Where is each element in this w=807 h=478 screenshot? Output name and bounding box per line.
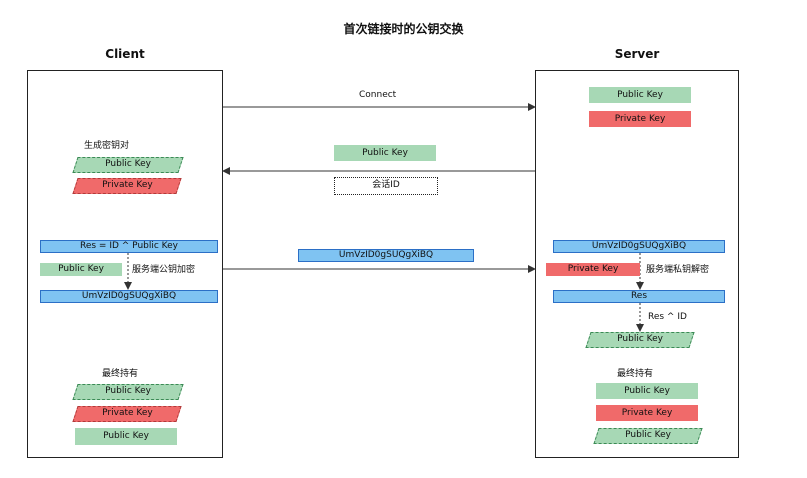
connect-label: Connect [359,90,397,100]
client-final-hold-label: 最终持有 [102,369,139,379]
client-encrypt-note: 服务端公钥加密 [132,265,196,275]
client-generate-pair-label: 生成密钥对 [84,141,130,151]
server-private-key: Private Key [589,111,691,127]
server-final-hold-label: 最终持有 [617,369,654,379]
client-final-server-public-key: Public Key [75,428,177,445]
client-final-public-key: Public Key [72,384,184,400]
server-res: Res [553,290,725,303]
server-derived-public-key: Public Key [585,332,695,348]
server-final-client-public-key: Public Key [593,428,703,444]
server-private-key-decrypt: Private Key [546,263,640,276]
client-final-private-key: Private Key [72,406,182,422]
client-public-key: Public Key [72,157,184,173]
server-final-public-key: Public Key [596,383,698,399]
client-res-formula: Res = ID ^ Public Key [40,240,218,253]
server-public-key: Public Key [589,87,691,103]
diagram-title: 首次链接时的公钥交换 [343,22,464,36]
message-session-id: 会话ID [334,177,438,195]
client-private-key: Private Key [72,178,182,194]
client-encrypted-result: UmVzID0gSUQgXiBQ [40,290,218,303]
server-encrypted-input: UmVzID0gSUQgXiBQ [553,240,725,253]
server-heading: Server [614,47,660,61]
client-heading: Client [105,47,145,61]
message-encrypted: UmVzID0gSUQgXiBQ [298,249,474,262]
server-xor-note: Res ^ ID [648,312,687,322]
server-final-private-key: Private Key [596,405,698,421]
message-public-key: Public Key [334,145,436,161]
client-server-public-key: Public Key [40,263,122,276]
server-decrypt-note: 服务端私钥解密 [646,265,710,275]
